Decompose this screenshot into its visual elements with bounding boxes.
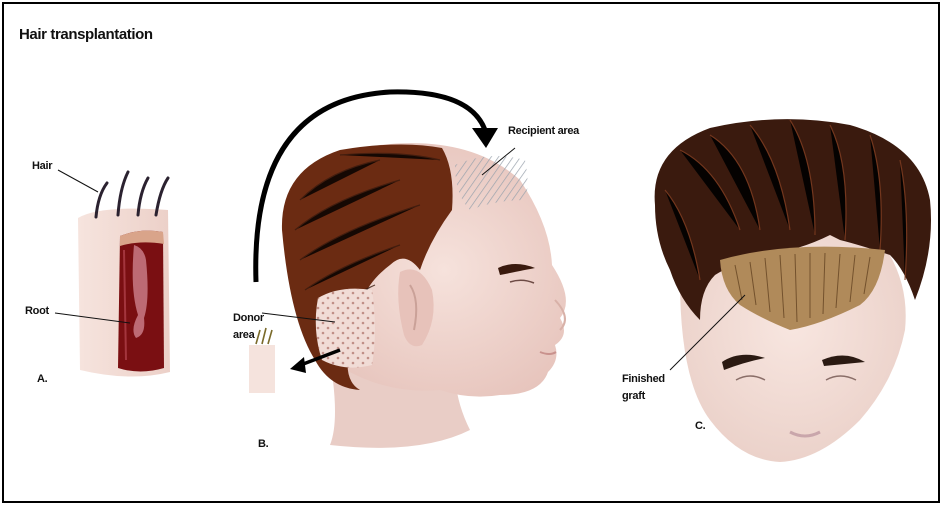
root-label: Root: [25, 305, 49, 318]
hair-leader-line: [58, 170, 98, 192]
panel-a-letter: A.: [37, 373, 47, 386]
recipient-arrow-head: [472, 128, 498, 148]
donor-arrow-head: [290, 357, 306, 373]
donor-label-line2: area: [233, 329, 254, 342]
donor-label-line1: Donor: [233, 312, 264, 325]
top-head: [655, 119, 931, 462]
recipient-area-label: Recipient area: [508, 125, 579, 138]
panel-b-letter: B.: [258, 438, 268, 451]
graft-label-line2: graft: [622, 390, 645, 403]
side-head: [282, 143, 566, 448]
panel-c-letter: C.: [695, 420, 705, 433]
panel-a-skin-block: [78, 209, 170, 377]
figure-title: Hair transplantation: [19, 26, 153, 43]
hair-label: Hair: [32, 160, 52, 173]
graft-label-line1: Finished: [622, 373, 665, 386]
